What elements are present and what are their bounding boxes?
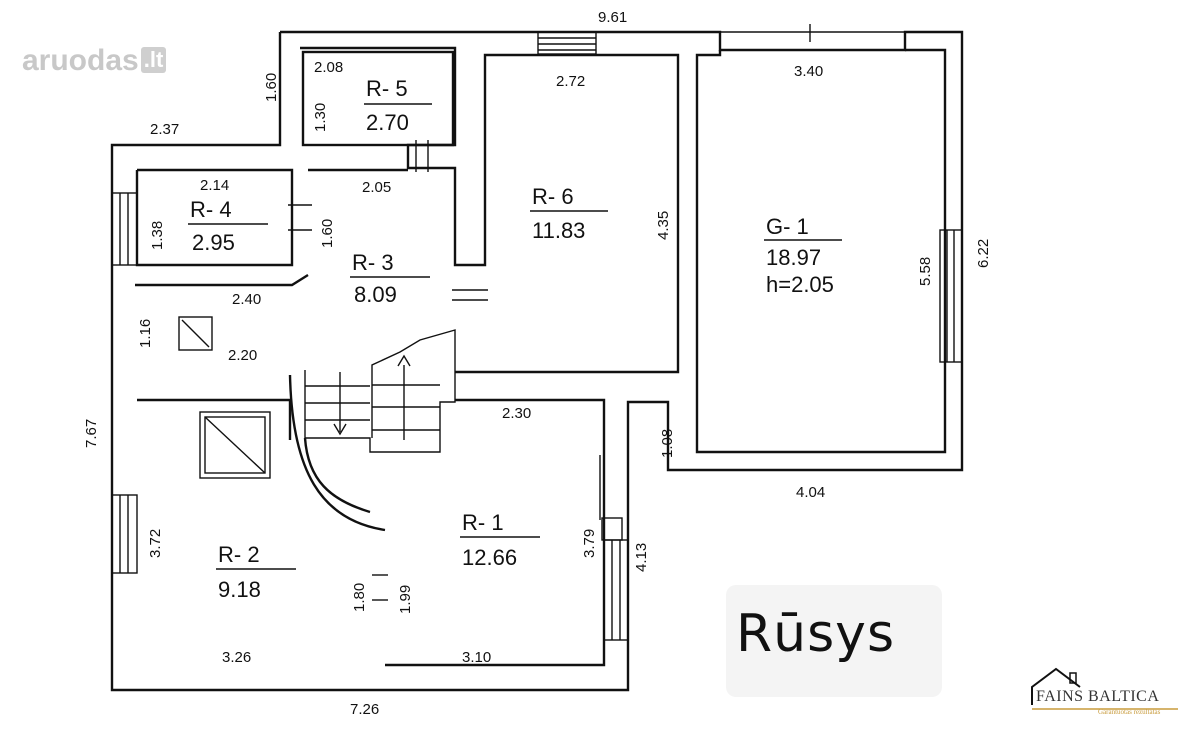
dim-r3-bay-top: 2.40	[232, 291, 261, 308]
room-r3-bay-wall	[135, 273, 309, 287]
dim-r4-width: 2.14	[200, 177, 229, 194]
aruodas-watermark: aruodas.lt	[22, 44, 167, 78]
dim-r4-height: 1.38	[149, 221, 166, 250]
dim-r3-bay-bottom: 2.20	[228, 347, 257, 364]
boiler-symbol	[178, 316, 213, 351]
room-r3-name: R- 3	[352, 250, 394, 275]
dim-r1-top: 2.30	[502, 405, 531, 422]
dim-r1-height: 3.79	[581, 529, 598, 558]
dim-g1-width: 3.40	[794, 63, 823, 80]
stair-arrow-head	[397, 354, 411, 367]
dim-r2-height: 3.72	[147, 529, 164, 558]
dim-garage-step: 1.08	[659, 429, 676, 458]
outer-wall-inner	[300, 46, 680, 374]
window-r4	[111, 192, 138, 266]
room-r1-wall	[385, 398, 606, 667]
dim-east-wall: 4.13	[633, 543, 650, 572]
window-garage	[939, 229, 963, 363]
room-r2-area: 9.18	[218, 577, 261, 602]
room-g1-name: G- 1	[766, 214, 809, 239]
room-r2-name: R- 2	[218, 542, 260, 567]
fains-baltica-logo	[1031, 667, 1178, 710]
dim-top-total: 9.61	[598, 9, 627, 26]
room-r5-area: 2.70	[366, 110, 409, 135]
dim-r6-height: 4.35	[655, 211, 672, 240]
dim-left-total: 7.67	[83, 419, 100, 448]
room-r4-area: 2.95	[192, 230, 235, 255]
stairs	[304, 329, 456, 453]
room-r1-area: 12.66	[462, 545, 517, 570]
dim-r3-height: 1.60	[319, 219, 336, 248]
dim-r3-top: 2.05	[362, 179, 391, 196]
dim-bottom-total: 7.26	[350, 701, 379, 718]
garage-wall	[695, 48, 947, 454]
room-r4-name: R- 4	[190, 197, 232, 222]
room-r2-wall	[137, 398, 292, 440]
curved-wall	[288, 374, 386, 532]
curved-wall-inner	[303, 437, 371, 514]
agency-tagline: Garantuotas rezultatas	[1098, 708, 1161, 716]
fireplace-line	[204, 416, 266, 474]
dim-r1-west: 1.99	[397, 585, 414, 614]
agency-name: FAINS BALTICA	[1036, 688, 1160, 705]
window-top	[537, 31, 597, 55]
dim-r3-bay-height: 1.16	[137, 319, 154, 348]
dim-r6-width: 2.72	[556, 73, 585, 90]
room-r6-name: R- 6	[532, 184, 574, 209]
door-r1-east-frame	[601, 517, 623, 541]
aruodas-name: aruodas	[22, 44, 139, 77]
room-r5-wall	[301, 50, 455, 147]
plan-title: Rūsys	[736, 604, 896, 664]
room-r5-name: R- 5	[366, 76, 408, 101]
room-r3-area: 8.09	[354, 282, 397, 307]
fireplace-inner	[204, 416, 266, 474]
dim-north-wing: 1.60	[263, 73, 280, 102]
dim-r5-height: 1.30	[312, 103, 329, 132]
window-r2	[111, 494, 138, 574]
room-r6-area: 11.83	[532, 218, 585, 243]
plan-title-box	[726, 585, 942, 697]
dim-door-r2: 1.80	[351, 583, 368, 612]
dim-g1-height: 5.58	[917, 257, 934, 286]
aruodas-tld: .lt	[140, 47, 167, 73]
room-g1-area: 18.97	[766, 245, 821, 270]
room-g1-height: h=2.05	[766, 272, 834, 297]
dim-r5-width: 2.08	[314, 59, 343, 76]
fireplace-symbol	[199, 411, 271, 479]
window-r1	[603, 539, 629, 641]
dim-garage-bottom: 4.04	[796, 484, 825, 501]
dim-r1-bottom: 3.10	[462, 649, 491, 666]
outer-wall	[110, 30, 964, 692]
dim-west-top: 2.37	[150, 121, 179, 138]
dim-right-total: 6.22	[975, 239, 992, 268]
dim-r2-bottom: 3.26	[222, 649, 251, 666]
room-r1-name: R- 1	[462, 510, 504, 535]
stair-arrow-head	[333, 423, 347, 436]
boiler-symbol-line	[181, 319, 210, 348]
